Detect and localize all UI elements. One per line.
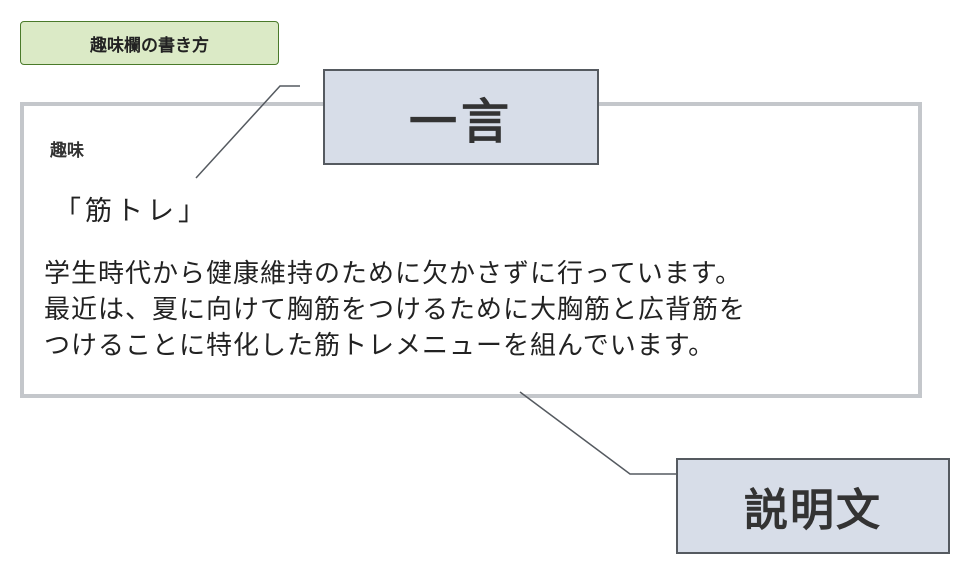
callout-setsumei: 説明文 — [676, 458, 950, 554]
callout-hitokoto-label: 一言 — [408, 94, 513, 150]
setsumei-leader-line — [519, 391, 676, 475]
description-text: 学生時代から健康維持のために欠かさずに行っています。 最近は、夏に向けて胸筋をつ… — [44, 256, 904, 364]
hobby-name: 「筋トレ」 — [54, 196, 209, 227]
section-title: 趣味欄の書き方 — [90, 35, 209, 56]
callout-setsumei-label: 説明文 — [744, 485, 882, 536]
callout-hitokoto: 一言 — [323, 69, 599, 165]
hobby-label: 趣味 — [50, 141, 84, 161]
section-title-tag: 趣味欄の書き方 — [20, 21, 279, 65]
description-line: 最近は、夏に向けて胸筋をつけるために大胸筋と広背筋を — [44, 295, 747, 325]
description-line: つけることに特化した筋トレメニューを組んでいます。 — [44, 331, 716, 361]
description-line: 学生時代から健康維持のために欠かさずに行っています。 — [44, 259, 743, 289]
